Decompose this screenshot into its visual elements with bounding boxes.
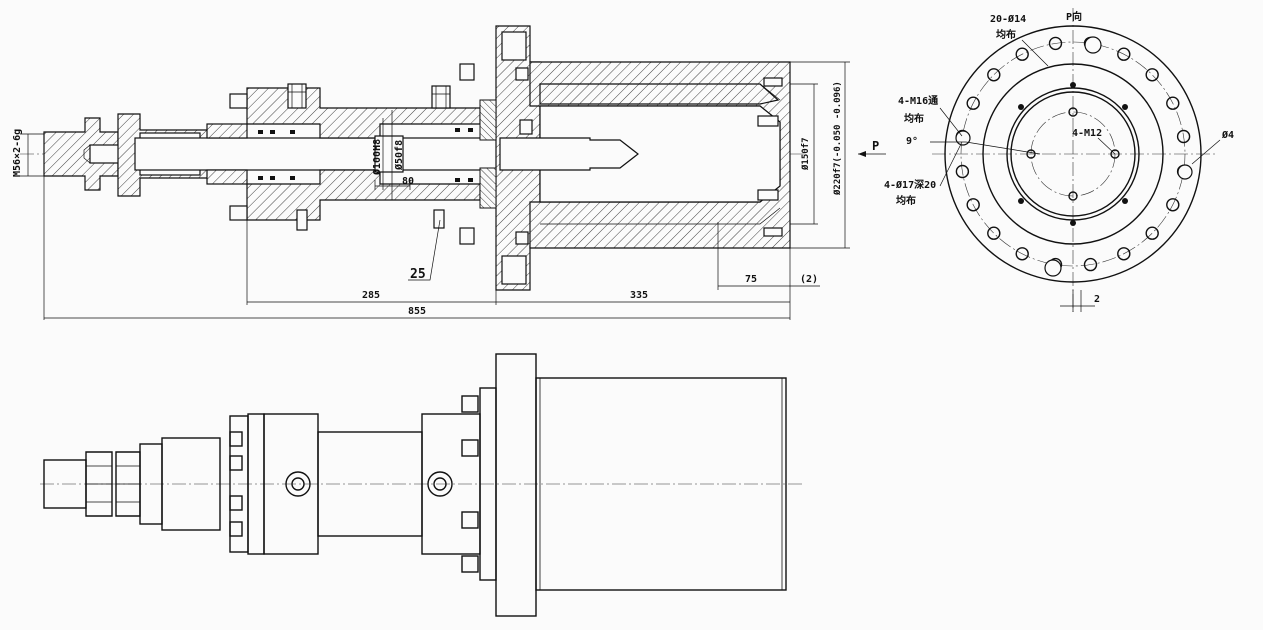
bolt-hole (966, 96, 980, 110)
bolt-hole (1117, 247, 1131, 261)
inner-dia-label: Ø150f7 (800, 137, 811, 171)
dim-2-paren: (2) (800, 274, 818, 285)
rod-length-label: 80 (402, 176, 414, 187)
exterior-view (40, 353, 805, 617)
bolt-hole (966, 198, 980, 212)
seal-marks (258, 128, 473, 182)
outer-dia-label: Ø220f7(-0.050 -0.096) (832, 81, 843, 196)
bolt-hole (1015, 47, 1029, 61)
holes-20-label: 20-Ø14 (990, 13, 1026, 25)
dia4-label: Ø4 (1221, 129, 1234, 141)
part-number-label: 25 (410, 267, 426, 282)
dim-285: 285 (362, 290, 380, 301)
bolt-hole (1145, 226, 1159, 240)
bolt-hole (987, 68, 1001, 82)
holes-20-note: 均布 (996, 28, 1016, 41)
bolt-hole (1083, 257, 1098, 272)
rod-dia-label: Ø50f8 (393, 140, 405, 171)
dim-75: 75 (745, 274, 757, 285)
bolt-hole (1166, 96, 1180, 110)
holes-17-label: 4-Ø17深20 (884, 178, 936, 191)
m16-label: 4-M16通 (898, 95, 938, 107)
bore-dia-label: Ø100H8 (371, 139, 383, 176)
end-view: 20-Ø14 均布 P向 4-M16通 均布 9° 4-M12 4-Ø17深20… (884, 8, 1234, 312)
bolt-hole (1048, 36, 1063, 51)
view-p-label: P (872, 139, 879, 153)
bolt-hole (1145, 68, 1159, 82)
section-view: M56×2-6g Ø100H8 Ø50f8 Ø150f7 Ø220f7(-0.0… (12, 25, 886, 320)
bolt-hole (987, 226, 1001, 240)
bolt-hole (1015, 247, 1029, 261)
m12-label: 4-M12 (1072, 128, 1102, 139)
dim-855: 855 (408, 306, 426, 317)
thread-label: M56×2-6g (12, 129, 23, 177)
bolt-hole (1176, 129, 1191, 144)
m16-note: 均布 (904, 112, 924, 125)
angle-label: 9° (906, 136, 918, 147)
bolt-hole (1117, 47, 1131, 61)
bolt-hole (1166, 198, 1180, 212)
dim-335: 335 (630, 290, 648, 301)
bolt-hole (955, 164, 970, 179)
holes-17-note: 均布 (896, 194, 916, 207)
dim-2-label: 2 (1094, 294, 1100, 305)
view-direction-label: P向 (1066, 10, 1082, 23)
